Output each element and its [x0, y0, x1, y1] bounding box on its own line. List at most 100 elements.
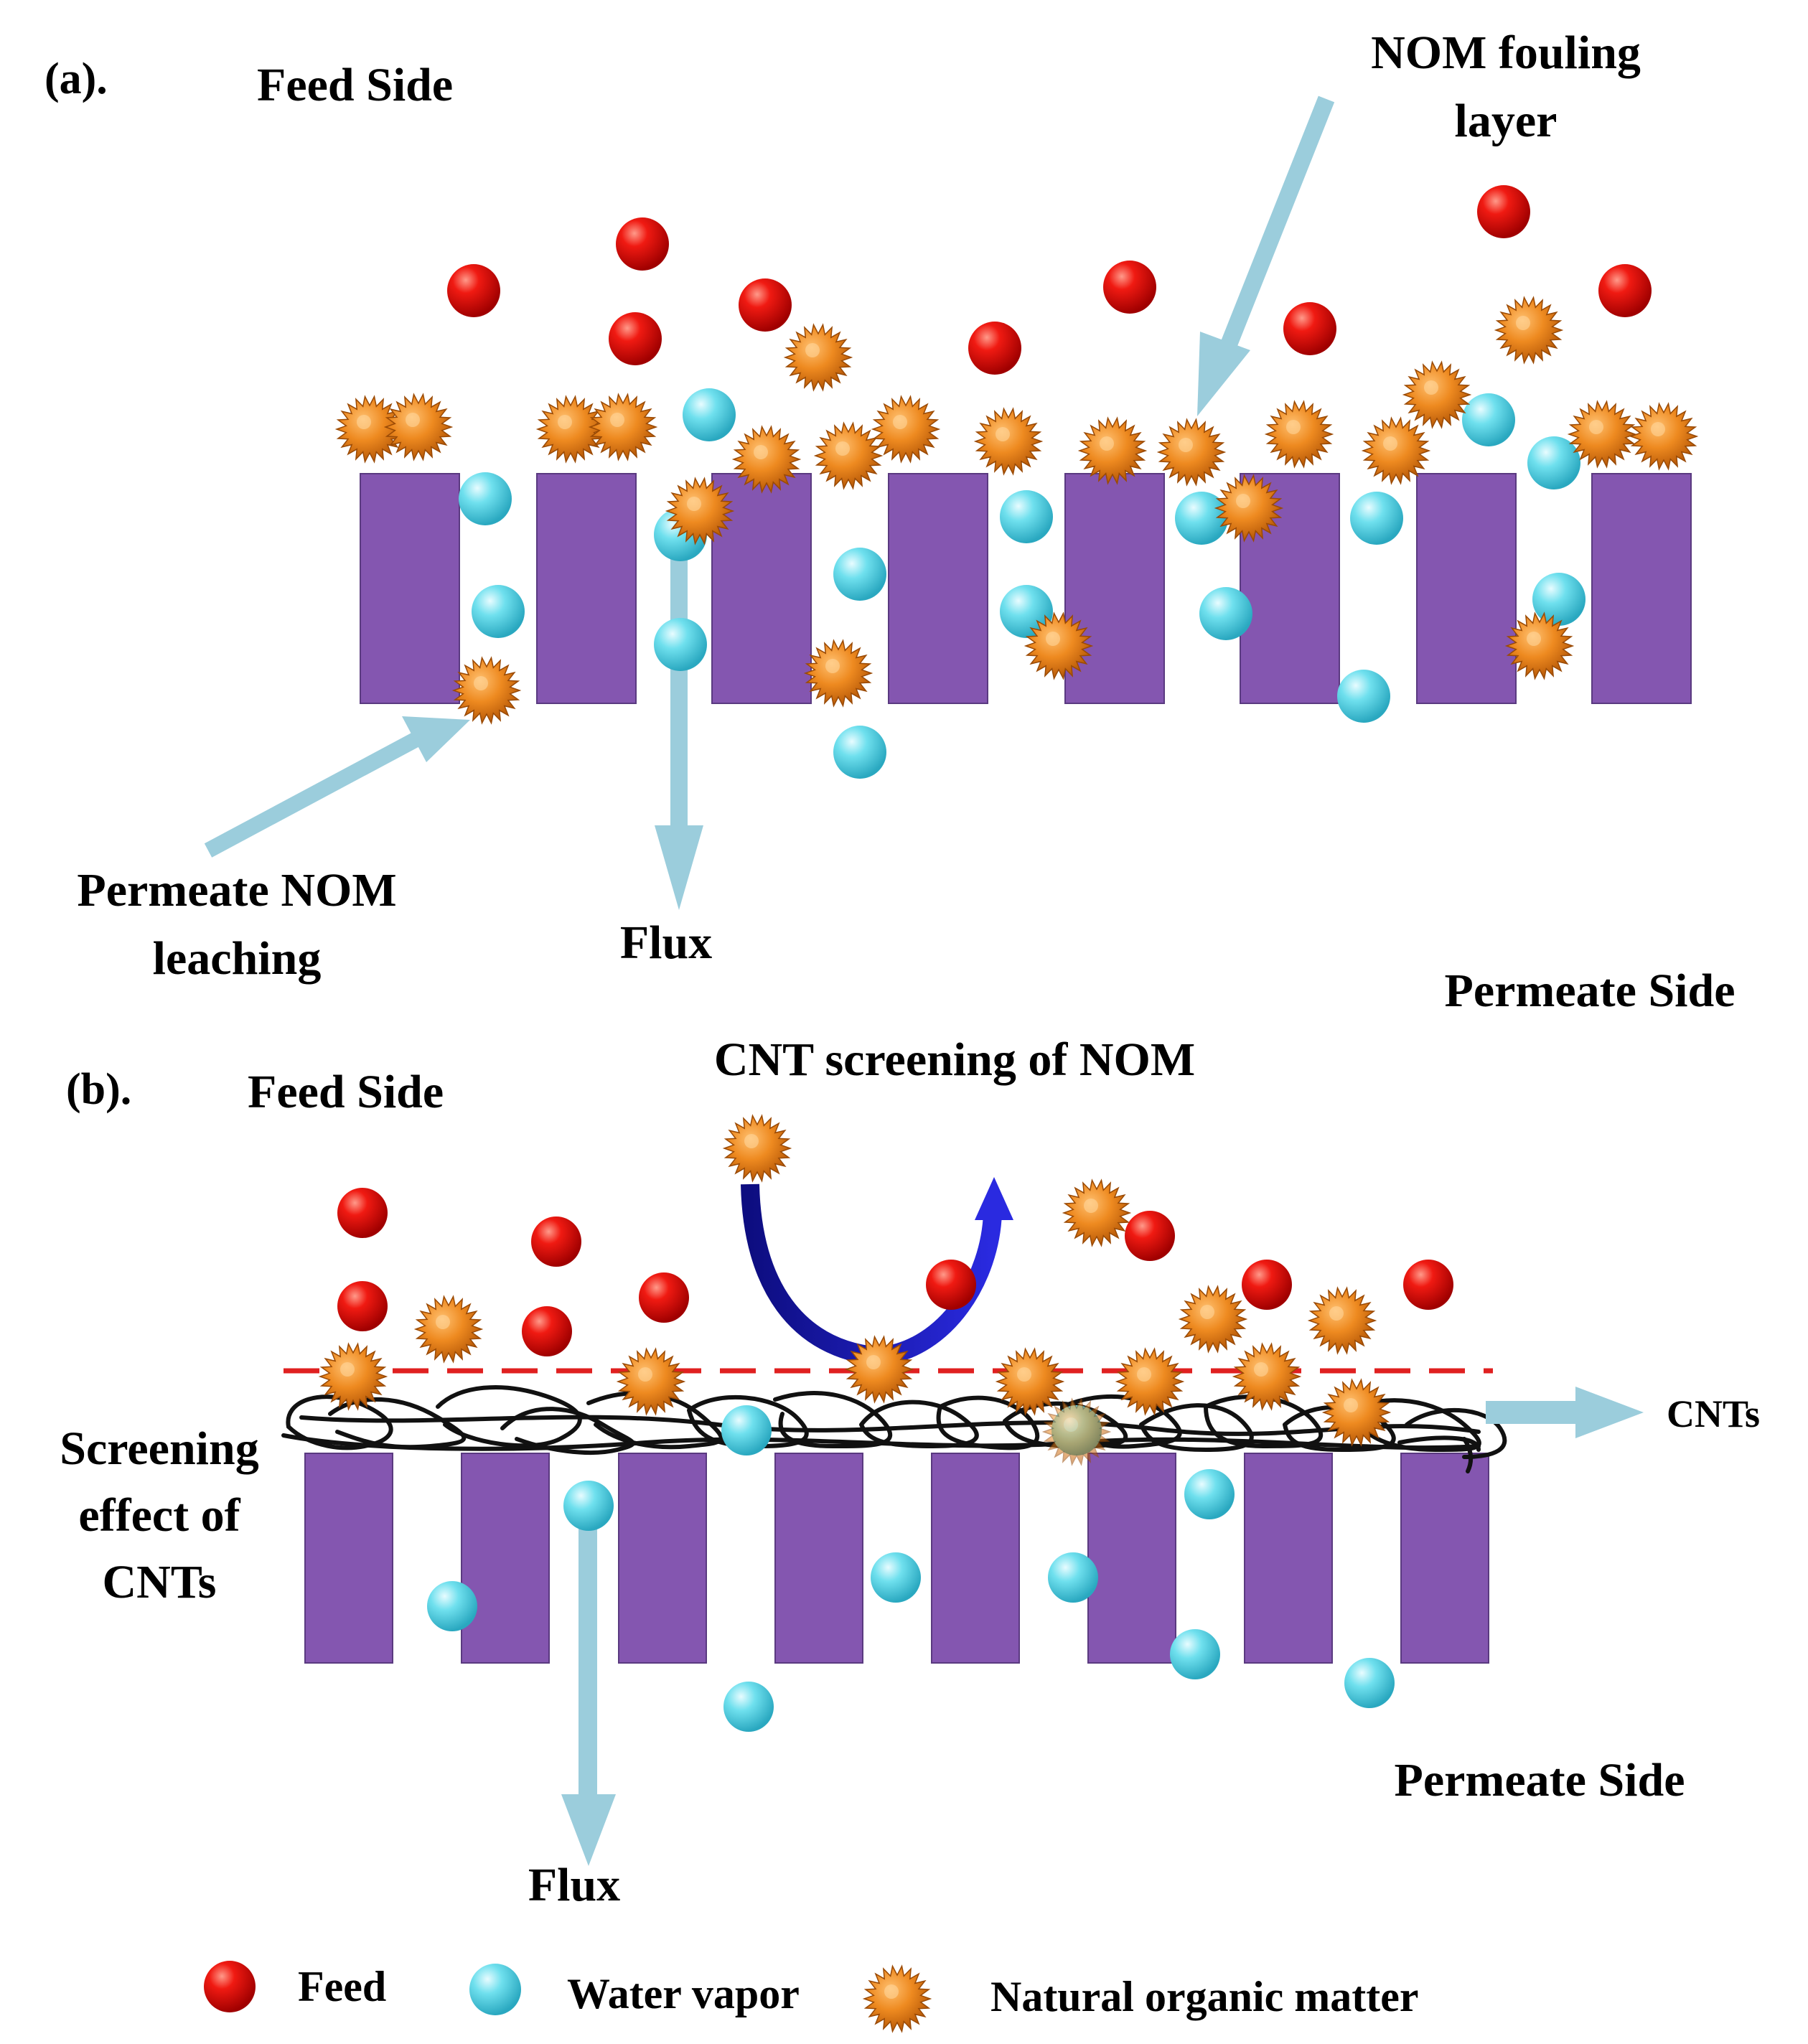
water-vapor-particle [1527, 436, 1580, 489]
water-vapor-particle [427, 1581, 477, 1631]
membrane-bar [360, 473, 460, 704]
nom-particle [1178, 1285, 1248, 1354]
nom-particle [1361, 416, 1431, 485]
membrane-b [304, 1453, 1489, 1664]
feed-particle [1242, 1260, 1292, 1310]
membrane-bar [461, 1453, 550, 1664]
nom-leaching-label-line1: Permeate NOM [77, 864, 396, 916]
nom-particle [1321, 1378, 1392, 1447]
panel-b: (b). Feed Side CNT screening of NOM [60, 1033, 1760, 1911]
feed-particle [968, 322, 1021, 375]
particles-a [334, 185, 1699, 779]
membrane-a [360, 473, 1692, 704]
nom-fouling-label-line1: NOM fouling [1371, 27, 1641, 79]
nom-leaching-arrow [204, 716, 470, 858]
nom-particle [383, 393, 454, 461]
water-vapor-particle [1462, 393, 1515, 446]
feed-particle [447, 264, 500, 317]
nom-legend-icon [862, 1964, 932, 2033]
water-vapor-particle [683, 388, 736, 441]
feed-particle [337, 1281, 388, 1331]
membrane-bar [618, 1453, 707, 1664]
feed-particle [1477, 185, 1530, 238]
cnt-screening-arrow [741, 1177, 1013, 1366]
nom-particle [1494, 296, 1564, 365]
feed-particle [739, 278, 792, 332]
nom-particle [731, 425, 802, 494]
water-vapor-particle [1350, 492, 1403, 545]
panel-a-feed-side-label: Feed Side [257, 59, 453, 111]
nom-particle [616, 1347, 686, 1416]
screening-effect-label-line3: CNTs [103, 1556, 217, 1608]
nom-particle [803, 639, 873, 708]
membrane-bar [711, 473, 812, 704]
membrane-bar [1591, 473, 1692, 704]
permeate-side-label-a: Permeate Side [1445, 965, 1736, 1017]
panel-b-label: (b). [66, 1065, 131, 1114]
membrane-bar [536, 473, 637, 704]
nom-particle [1041, 1397, 1112, 1466]
nom-particle [318, 1342, 388, 1411]
feed-particle [531, 1216, 581, 1267]
nom-particle [665, 477, 735, 545]
water-vapor-particle [721, 1405, 772, 1455]
nom-particle [722, 1114, 792, 1183]
nom-particle [1062, 1178, 1132, 1247]
membrane-bar [774, 1453, 863, 1664]
legend: Feed Water vapor Natural organic matter [204, 1961, 1418, 2033]
nom-particle [1567, 400, 1637, 469]
water-vapor-particle [1532, 573, 1585, 626]
permeate-side-label-b: Permeate Side [1395, 1754, 1685, 1806]
membrane-bar [304, 1453, 393, 1664]
nom-particle [1077, 416, 1148, 485]
legend-nom-label: Natural organic matter [990, 1973, 1418, 2020]
nom-particle [1307, 1286, 1377, 1355]
nom-particle [783, 323, 853, 392]
feed-particle [1403, 1260, 1453, 1310]
legend-feed-label: Feed [298, 1963, 386, 2010]
water-vapor-particle [1000, 490, 1053, 543]
water-vapor-legend-icon [469, 1964, 521, 2015]
feed-particle [1103, 261, 1156, 314]
feed-particle [1125, 1211, 1175, 1261]
water-vapor-particle [1184, 1469, 1235, 1519]
water-vapor-particle [1170, 1629, 1220, 1679]
membrane-bar [1400, 1453, 1489, 1664]
screening-effect-label-line2: effect of [78, 1489, 240, 1542]
panel-a-label: (a). [45, 55, 108, 103]
feed-particle [337, 1188, 388, 1238]
nom-particle [413, 1295, 484, 1364]
nom-particle [844, 1335, 914, 1404]
water-vapor-particle [871, 1552, 921, 1603]
cnt-screening-label: CNT screening of NOM [714, 1033, 1195, 1086]
membrane-bar [1087, 1453, 1176, 1664]
nom-particle [1504, 611, 1575, 680]
water-vapor-particle [1048, 1552, 1098, 1603]
panel-a: (a). Feed Side NOM fouling layer [45, 27, 1736, 1017]
membrane-bar [888, 473, 988, 704]
flux-label-b: Flux [528, 1859, 620, 1911]
nom-particle [1115, 1347, 1185, 1416]
nom-leaching-label-line2: leaching [153, 932, 322, 985]
feed-particle [522, 1306, 572, 1356]
feed-particle [639, 1272, 689, 1323]
feed-legend-icon [204, 1961, 256, 2012]
nom-particle [1264, 400, 1334, 469]
water-vapor-particle [1199, 587, 1252, 640]
flux-arrow-b [561, 1522, 616, 1866]
water-vapor-particle [459, 472, 512, 525]
nom-particle [871, 395, 941, 464]
nom-particle [451, 656, 522, 725]
water-vapor-particle [563, 1481, 614, 1531]
flux-label-a: Flux [620, 916, 712, 969]
nom-particle [1156, 418, 1227, 487]
nom-particle [1214, 474, 1284, 543]
nom-particle [588, 393, 658, 461]
nom-particle [1402, 360, 1472, 429]
feed-particle [616, 217, 669, 271]
water-vapor-particle [654, 618, 707, 671]
nom-fouling-arrow [1197, 95, 1335, 416]
nom-fouling-label-line2: layer [1455, 95, 1558, 147]
